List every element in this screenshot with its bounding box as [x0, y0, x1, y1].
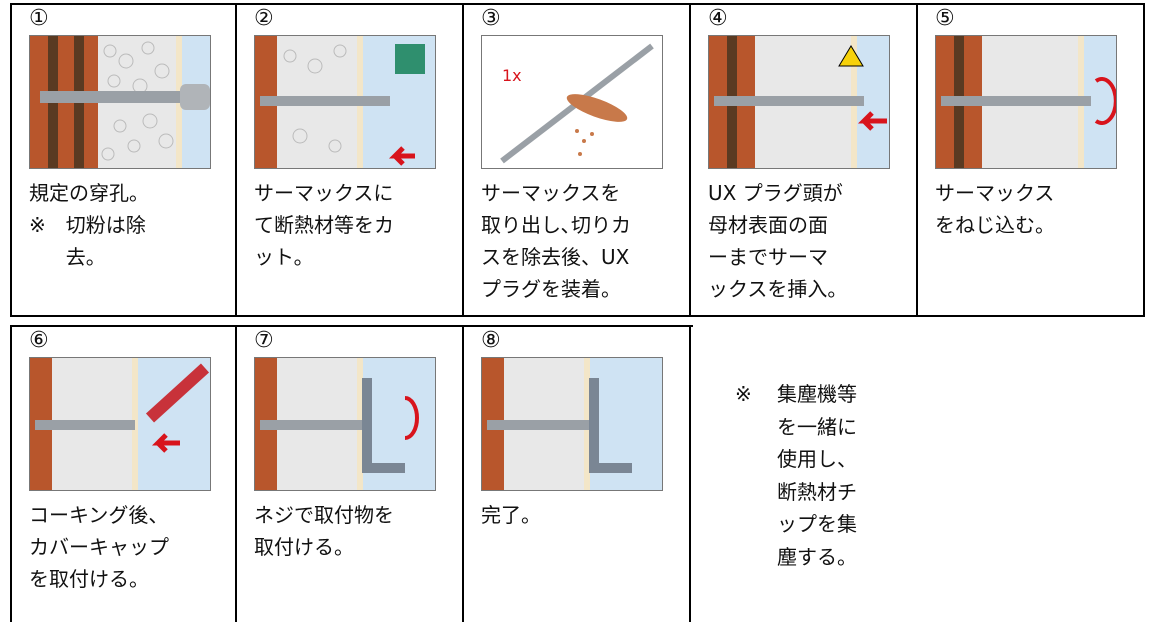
step-image-caulking: [29, 357, 211, 491]
step-image-remove: 1x: [481, 35, 663, 169]
step-image-attach: [254, 357, 436, 491]
step-caption: 完了。: [481, 503, 541, 527]
svg-text:1x: 1x: [502, 66, 522, 85]
step-image-cutting: [254, 35, 436, 169]
step-3: ③ 1x サーマックスを 取り出し､切りカ スを除去後、UX プラグを装着。: [464, 3, 691, 317]
step-number: ⑥: [29, 328, 49, 353]
step-number: ⑤: [935, 6, 955, 31]
step-8: ⑧ 完了。: [464, 325, 691, 622]
note-text: 集塵機等 を一緒に 使用し、 断熱材チ ップを集 塵する。: [777, 382, 857, 569]
step-1: ① 規定の穿孔。 ※切粉は除 去: [10, 3, 237, 317]
step-image-drill: [29, 35, 211, 169]
steps-row-2: ⑥ コーキング後、 カバーキャップ を取付ける。 ⑦: [10, 325, 691, 622]
note-mark: ※: [735, 382, 752, 406]
dust-collector-note: ※ 集塵機等 を一緒に 使用し、 断熱材チ ップを集 塵する。: [735, 378, 857, 573]
step-4: ④ UX プラグ頭が 母材表面の面 ーまでサーマ ックスを挿入。: [691, 3, 918, 317]
step-5: ⑤ サーマックス をねじ込む。: [918, 3, 1145, 317]
step-number: ①: [29, 6, 49, 31]
steps-row-1: ① 規定の穿孔。 ※切粉は除 去: [10, 3, 1145, 317]
step-number: ⑦: [254, 328, 274, 353]
step-caption: サーマックス をねじ込む。: [935, 181, 1055, 237]
step-7: ⑦ ネジで取付物を 取付ける。: [237, 325, 464, 622]
step-caption: 規定の穿孔。: [29, 181, 149, 205]
step-image-insert: [708, 35, 890, 169]
step-caption: コーキング後、 カバーキャップ を取付ける。: [29, 503, 169, 591]
step-2: ② サーマックスに て断熱材等をカ ット。: [237, 3, 464, 317]
step-number: ②: [254, 6, 274, 31]
note-mark: ※: [29, 213, 46, 237]
step-caption: UX プラグ頭が 母材表面の面 ーまでサーマ ックスを挿入。: [708, 181, 848, 301]
step-caption: サーマックスに て断熱材等をカ ット。: [254, 181, 394, 269]
step-image-complete: [481, 357, 663, 491]
step-image-screw: [935, 35, 1117, 169]
step-6: ⑥ コーキング後、 カバーキャップ を取付ける。: [10, 325, 237, 622]
step-caption: ネジで取付物を 取付ける。: [254, 503, 394, 559]
step-number: ⑧: [481, 328, 501, 353]
note-text: 切粉は除 去。: [65, 213, 146, 269]
step-number: ③: [481, 6, 501, 31]
step-number: ④: [708, 6, 728, 31]
step-caption: サーマックスを 取り出し､切りカ スを除去後、UX プラグを装着。: [481, 181, 631, 301]
step-note: ※ 切粉は除 去。: [29, 209, 235, 273]
